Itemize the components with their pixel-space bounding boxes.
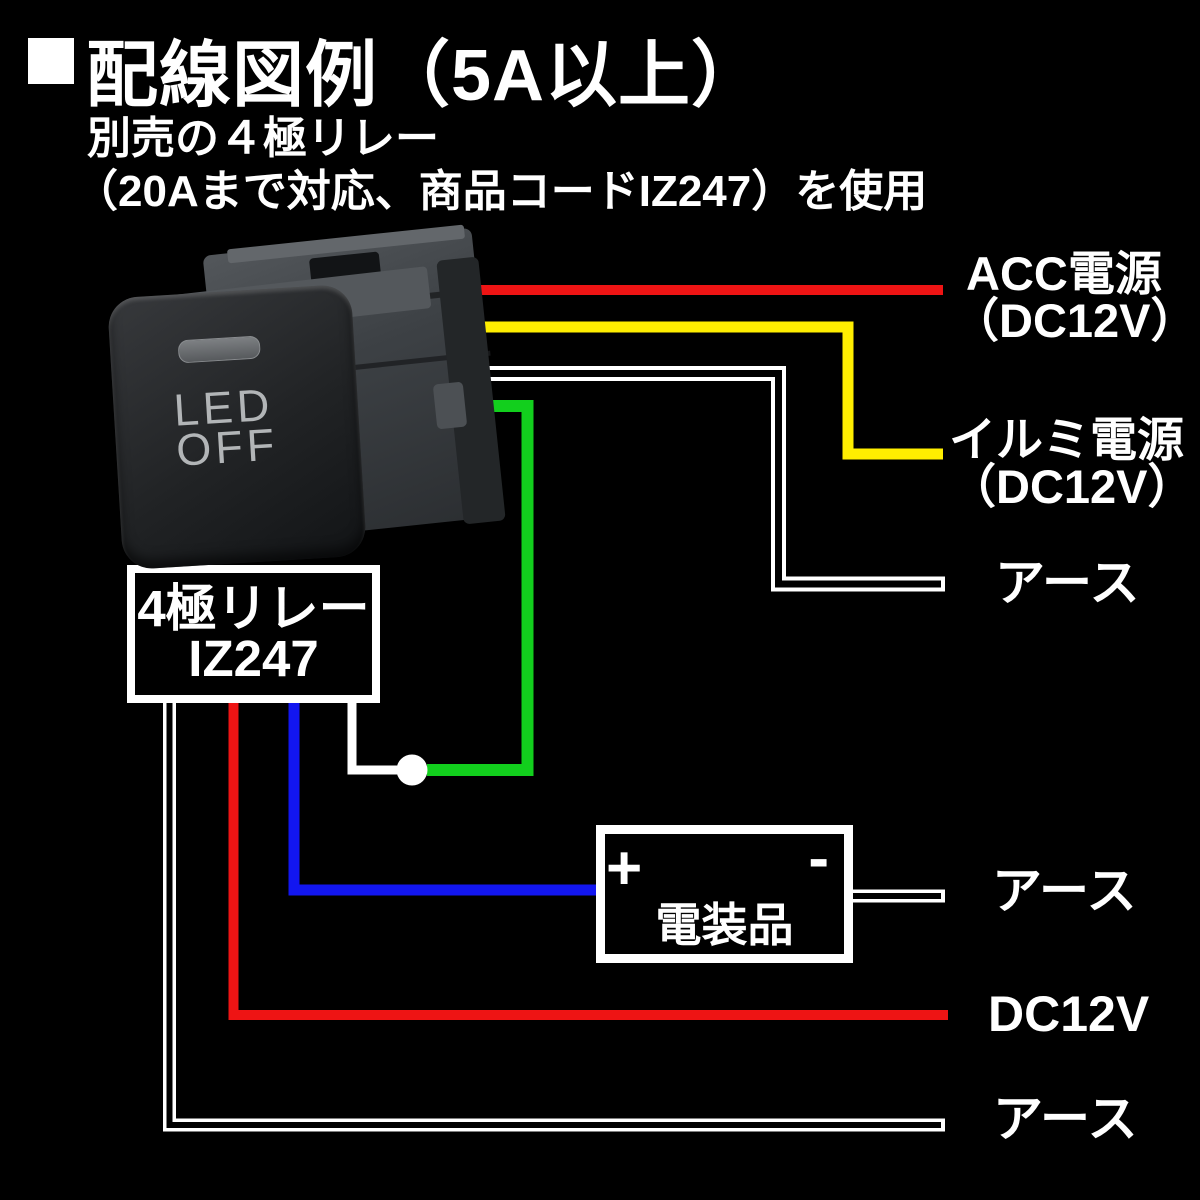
relay-dc12v-wire — [228, 700, 948, 1020]
device-box-label: 電装品 — [655, 899, 794, 951]
illumination-power-label-line1: イルミ電源 — [949, 413, 1184, 466]
page-title: 配線図例（5A以上） — [86, 36, 765, 116]
relay-box-label-line1: 4極リレー — [137, 580, 370, 637]
relay-junction-wire — [347, 700, 400, 775]
device-box-outline — [596, 825, 853, 963]
relay-box-label-line2: IZ247 — [188, 630, 319, 687]
switch-face-text-off: OFF — [174, 418, 280, 476]
relay-device-wire — [288, 700, 605, 896]
relay-earth-wire-core — [166, 700, 941, 1128]
relay-box-outline — [127, 565, 380, 703]
junction-dot — [396, 754, 428, 786]
switch-earth-wire-core — [470, 370, 941, 588]
device-box: + - 電装品 — [596, 825, 853, 963]
switch-indicator-window — [177, 335, 261, 364]
dc12v-label: DC12V — [988, 986, 1150, 1042]
switch-earth-wire-outline — [470, 366, 945, 592]
acc-power-label-line1: ACC電源 — [966, 247, 1162, 300]
subtitle-line2: （20Aまで対応、商品コードIZ247）を使用 — [74, 167, 928, 216]
switch-face-label: LED OFF — [172, 379, 280, 476]
relay-box: 4極リレー IZ247 — [127, 565, 380, 703]
switch-side-clip — [432, 381, 468, 430]
illumination-wire — [455, 321, 943, 460]
acc-power-label-line2: （DC12V） — [952, 294, 1198, 347]
device-plus-terminal: + — [606, 834, 643, 903]
illumination-power-label: イルミ電源 （DC12V） — [949, 416, 1195, 510]
illumination-power-label-line2: （DC12V） — [949, 460, 1195, 513]
subtitle-line1: 別売の４極リレー — [87, 114, 439, 163]
earth-label-top: アース — [995, 555, 1140, 611]
earth-label-bottom: アース — [993, 1091, 1138, 1147]
title-bullet-square — [28, 38, 74, 84]
switch-front-face: LED OFF — [106, 283, 368, 571]
acc-power-label: ACC電源 （DC12V） — [952, 250, 1198, 344]
led-switch-photo: LED OFF — [105, 224, 506, 573]
earth-label-middle: アース — [992, 863, 1137, 919]
device-minus-terminal: - — [808, 824, 829, 893]
